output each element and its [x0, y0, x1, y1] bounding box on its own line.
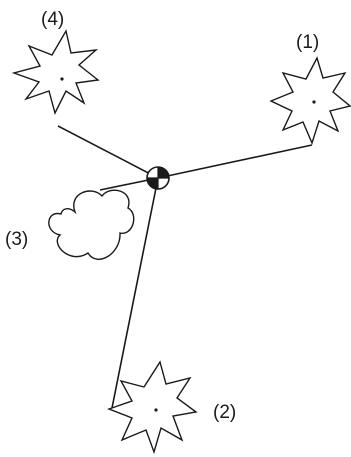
node-2-label: (2) [213, 402, 236, 423]
node-4-label: (4) [41, 9, 64, 30]
node-1-label: (1) [296, 32, 319, 53]
node-3: (3) [5, 189, 135, 260]
star-burst-2-icon [106, 360, 198, 455]
star-burst-1-icon [269, 56, 351, 146]
node-4: (4) [11, 9, 100, 115]
node-1: (1) [269, 32, 351, 146]
node-2-dot [154, 408, 158, 412]
edge-center-to-1 [157, 144, 313, 179]
star-burst-4-icon [11, 29, 100, 115]
node-2: (2) [106, 360, 236, 455]
center-of-mass-symbol [146, 166, 170, 190]
cloud-3-icon [48, 189, 135, 260]
edges [57, 125, 313, 409]
node-1-dot [312, 100, 316, 104]
com-quadrant-bottom-left [147, 178, 158, 189]
edge-center-to-2 [111, 177, 159, 409]
node-4-dot [60, 77, 64, 81]
com-quadrant-top-right [158, 167, 169, 178]
edge-center-to-4 [57, 125, 159, 179]
node-3-label: (3) [5, 229, 28, 250]
